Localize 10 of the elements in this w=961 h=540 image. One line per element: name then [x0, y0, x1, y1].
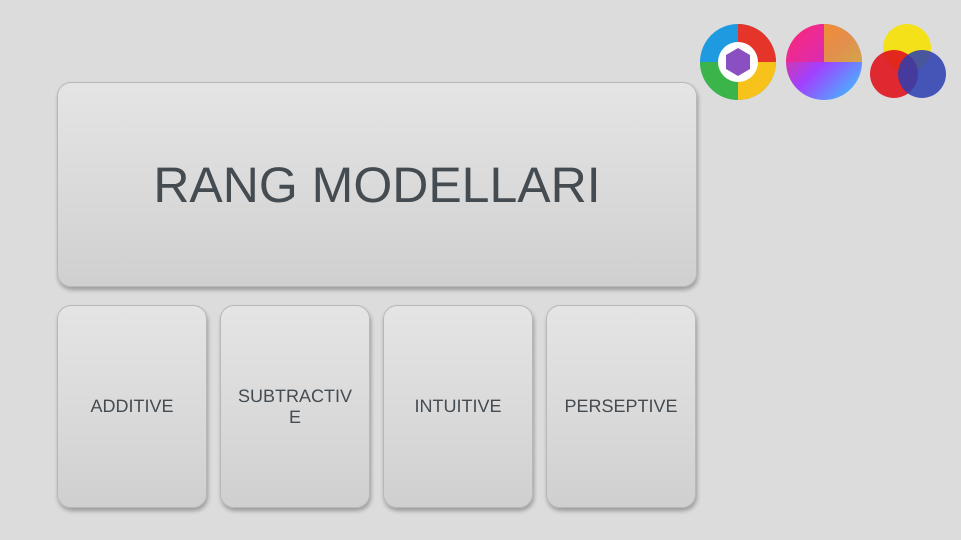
category-label: SUBTRACTIVE: [236, 386, 353, 428]
category-card: [220, 305, 370, 508]
heading-panel: [57, 82, 697, 287]
category-card: [546, 305, 696, 508]
category-card: [57, 305, 207, 508]
category-label: INTUITIVE: [414, 396, 502, 417]
category-label: PERSEPTIVE: [564, 396, 678, 417]
category-label: ADDITIVE: [90, 396, 174, 417]
heading-text: RANG MODELLARI: [153, 156, 601, 214]
category-card: [383, 305, 533, 508]
